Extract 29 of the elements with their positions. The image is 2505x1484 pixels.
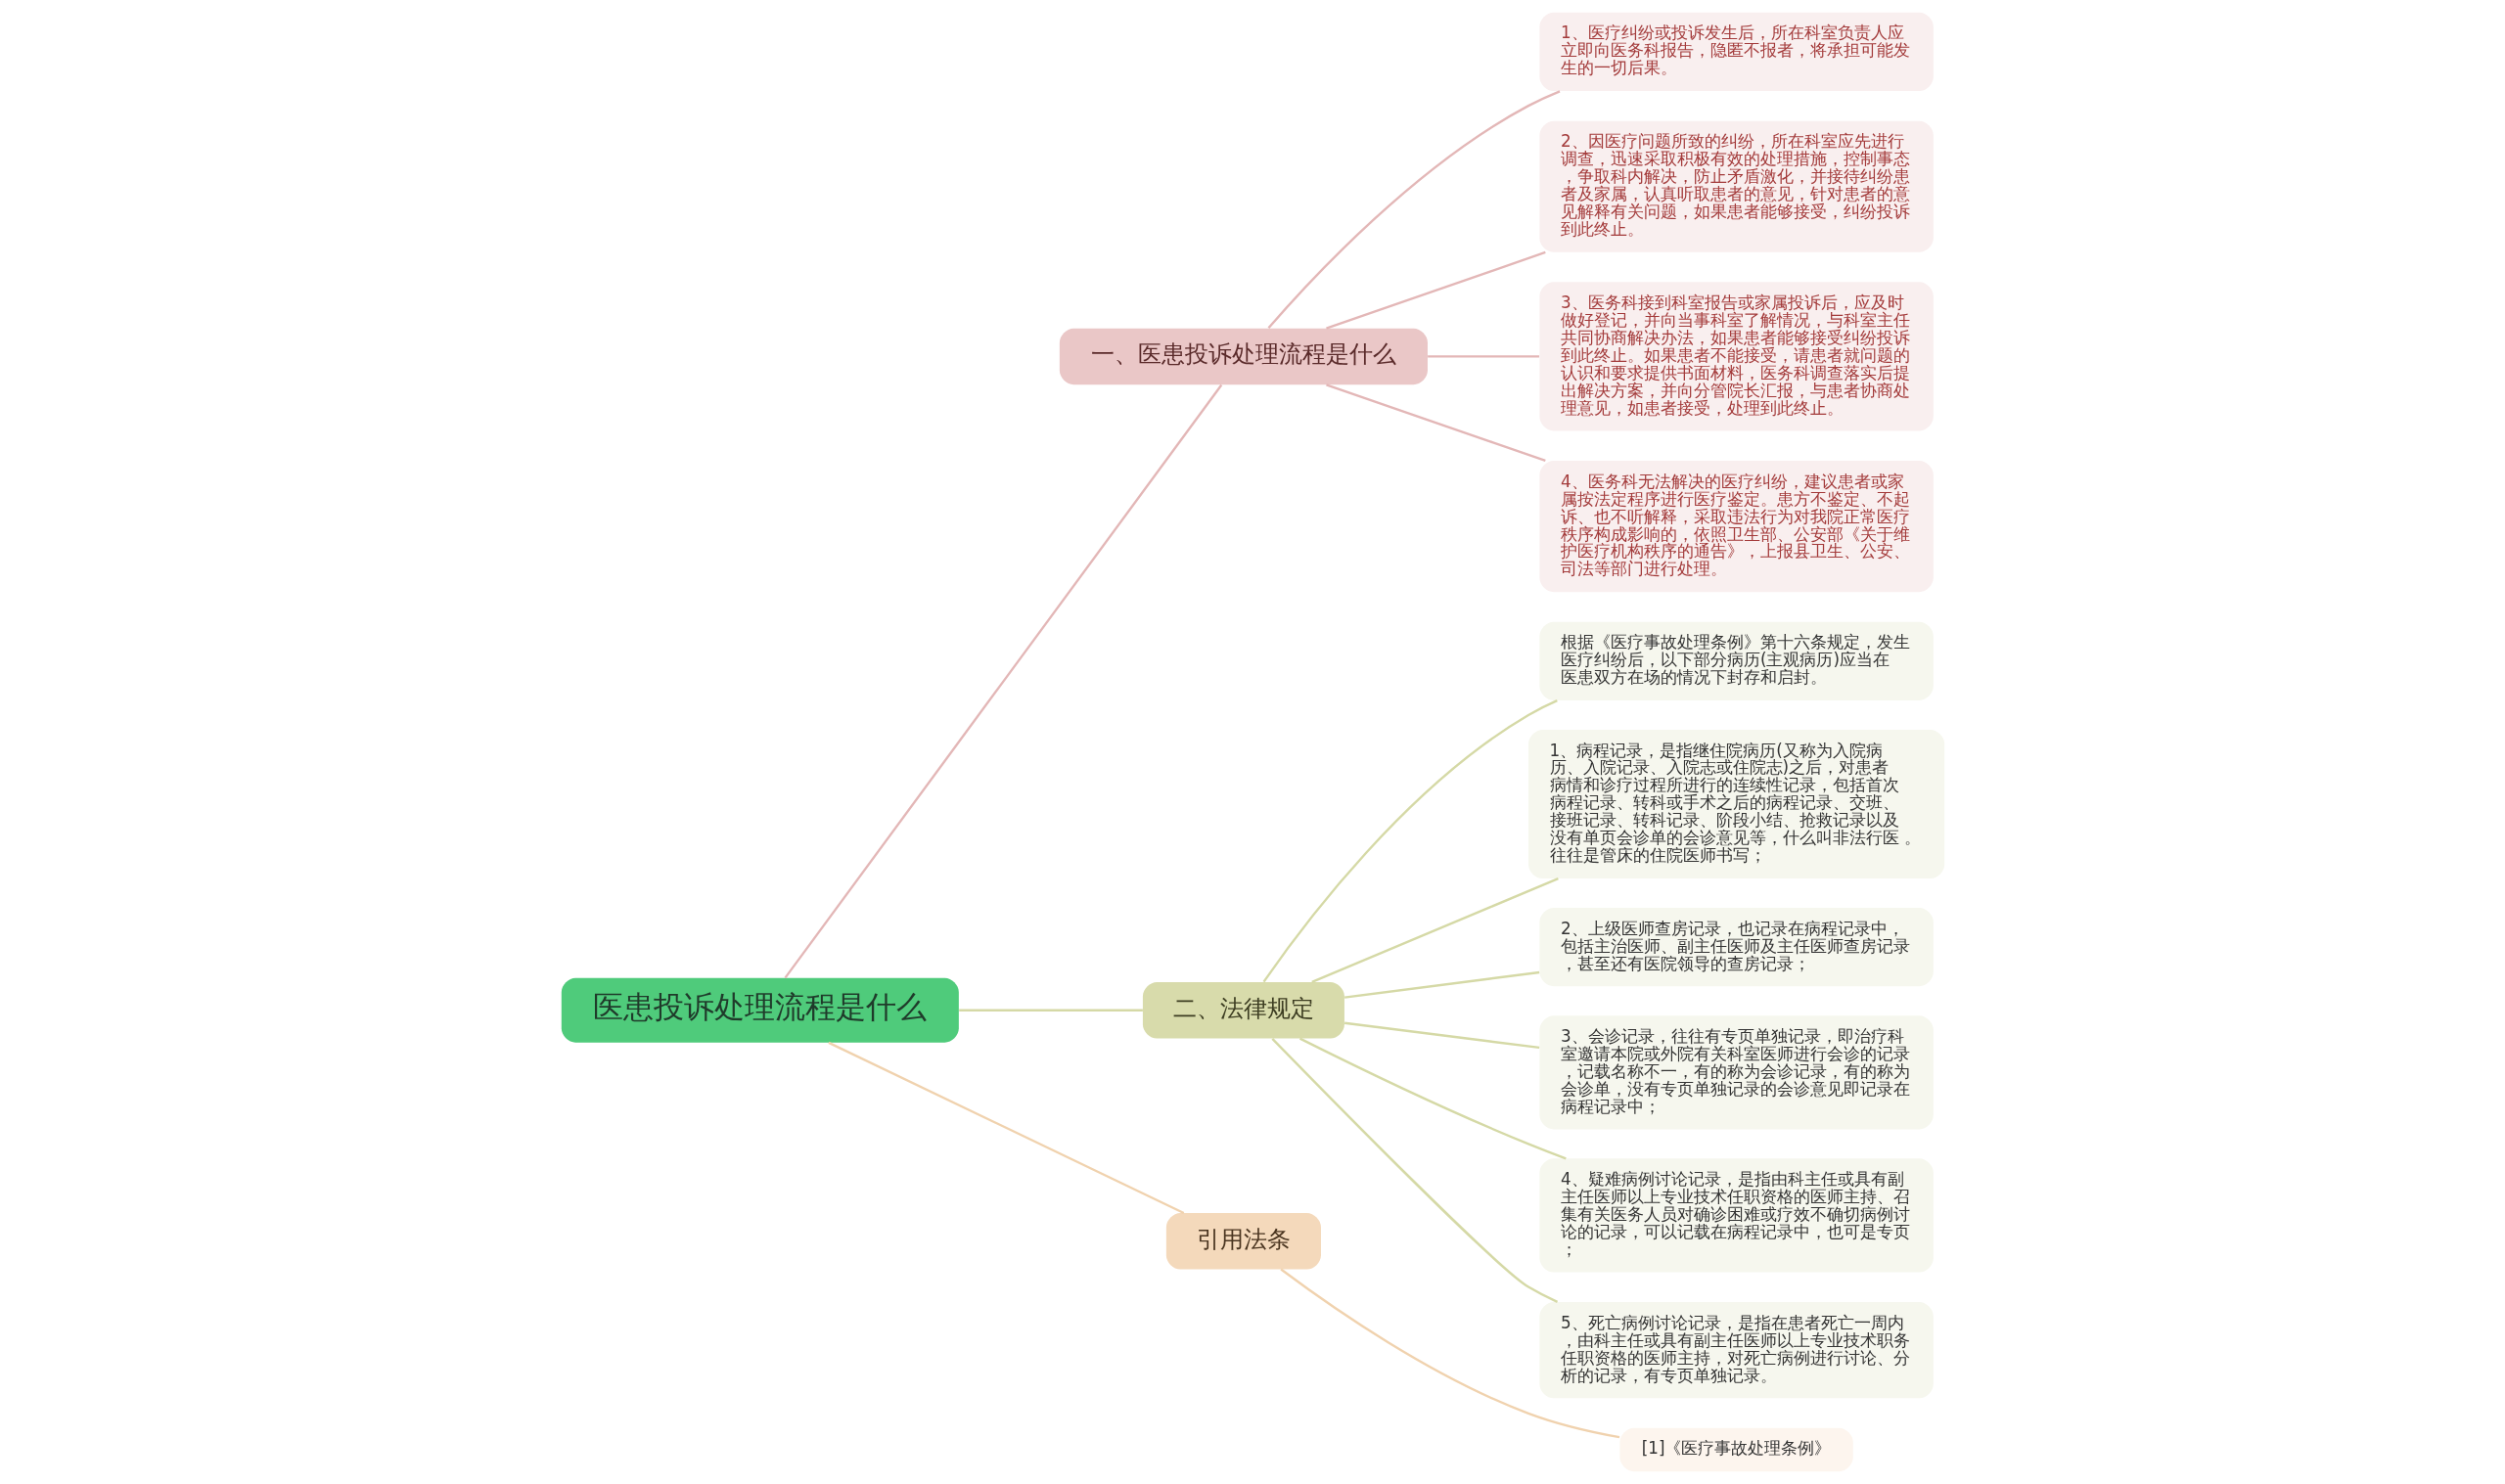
node-box: 4、医务科无法解决的医疗纠纷，建议患者或家属按法定程序进行医疗鉴定。患方不鉴定、不起诉、也不听解释，采取违法行为对我院正常医疗秩序构成影响的，依照卫生部、公安部《关于维护医疗机构秩序的通告》，上报县卫生、公安、司法等部门进行处理。 (1538, 461, 1934, 593)
connector (1298, 1037, 1567, 1160)
connector (827, 1041, 1184, 1215)
connector (1279, 1268, 1619, 1439)
connector (1270, 1037, 1558, 1303)
connector (1325, 250, 1546, 330)
node-box: 1、病程记录，是指继住院病历(又称为入院病历、入院记录、入院志或住院志)之后，对患者病情和诊疗过程所进行的连续性记录，包括首次病程记录、转科或手术之后的病程记录、交班、接班记录、转科记录、阶段小结、抢救记录以及没有单页会诊单的会诊意见等，什么叫非法行医 。往往是管床的住院医师书写； (1527, 729, 1944, 879)
connector (1310, 877, 1559, 984)
connector (1344, 970, 1539, 999)
node-box: 3、会诊记录，往往有专页单独记录，即治疗科室邀请本院或外院有关科室医师进行会诊的记录，记载名称不一，有的称为会诊记录，有的称为会诊单，没有专页单独记录的会诊意见即记录在病程记录中； (1538, 1015, 1934, 1130)
connector (1344, 1021, 1539, 1050)
node-box: 3、医务科接到科室报告或家属投诉后，应及时做好登记，并向当事科室了解情况，与科室主任共同协商解决办法，如果患者能够接受纠纷投诉到此终止。如果患者不能接受，请患者就问题的认识和要求提供书面材料，医务科调查落实后提出解决方案，并向分管院长汇报，与患者协商处理意见，如患者接受，处理到此终止。 (1538, 282, 1934, 431)
node-box: 引用法条 (1165, 1213, 1321, 1270)
node-box: 一、医患投诉处理流程是什么 (1059, 328, 1428, 385)
node-box: 2、因医疗问题所致的纠纷，所在科室应先进行调查，迅速采取积极有效的处理措施，控制事态，争取科内解决，防止矛盾激化，并接待纠纷患者及家属，认真听取患者的意见，针对患者的意见解释有关问题，如果患者能够接受，纠纷投诉到此终止。 (1538, 120, 1934, 252)
connector (1325, 383, 1546, 462)
connector (783, 383, 1222, 979)
node-box: 二、法律规定 (1142, 982, 1344, 1039)
connector (958, 1009, 1143, 1012)
connector (1267, 90, 1560, 330)
node-box: 医患投诉处理流程是什么 (561, 977, 959, 1043)
node-box: 2、上级医师查房记录，也记录在病程记录中，包括主治医师、副主任医师及主任医师查房记录，甚至还有医院领导的查房记录； (1538, 908, 1934, 987)
node-box: 1、医疗纠纷或投诉发生后，所在科室负责人应立即向医务科报告，隐匿不报者，将承担可能发生的一切后果。 (1538, 12, 1934, 92)
node-box: 根据《医疗事故处理条例》第十六条规定，发生医疗纠纷后，以下部分病历(主观病历)应当在医患双方在场的情况下封存和启封。 (1538, 621, 1934, 700)
node-box: 4、疑难病例讨论记录，是指由科主任或具有副主任医师以上专业技术任职资格的医师主持、召集有关医务人员对确诊困难或疗效不确切病例讨论的记录，可以记载在病程记录中，也可是专页； (1538, 1158, 1934, 1273)
node-box: 5、死亡病例讨论记录，是指在患者死亡一周内，由科主任或具有副主任医师以上专业技术职务任职资格的医师主持，对死亡病例进行讨论、分析的记录，有专页单独记录。 (1538, 1302, 1934, 1399)
connector (1427, 355, 1539, 358)
connector (1262, 699, 1558, 983)
node-box: [1]《医疗事故处理条例》 (1618, 1427, 1853, 1472)
